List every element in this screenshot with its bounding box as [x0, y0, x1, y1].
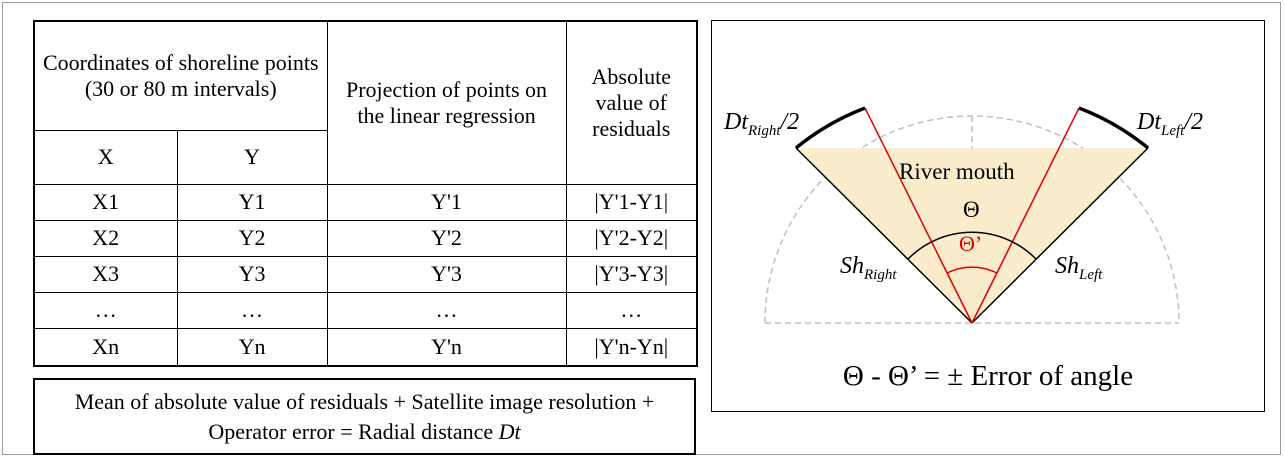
- table-header-row: Coordinates of shoreline points (30 or 8…: [33, 20, 698, 185]
- angle-error-equation: Θ - Θ’ = ± Error of angle: [843, 360, 1133, 392]
- formula-symbol-dt: Dt: [498, 419, 521, 444]
- label-theta: Θ: [963, 197, 980, 222]
- label-dt-left: DtLeft/2: [1136, 109, 1203, 139]
- theta-prime-arc: [946, 266, 998, 274]
- residuals-table: Coordinates of shoreline points (30 or 8…: [33, 20, 699, 367]
- cell-y: …: [176, 291, 328, 329]
- cell-x: X1: [33, 183, 178, 221]
- label-dt-right: DtRight/2: [723, 109, 799, 139]
- cell-projection: Y'n: [326, 327, 567, 367]
- header-x: X: [33, 129, 178, 185]
- table-subheader-row: X Y: [33, 129, 697, 185]
- river-mouth-area: [798, 148, 1146, 323]
- cell-projection: Y'1: [326, 183, 567, 221]
- cell-residual: …: [565, 291, 698, 329]
- angle-diagram: DtRight/2 DtLeft/2 River mouth Θ Θ’ ShRi…: [723, 106, 1203, 392]
- header-coordinates: Coordinates of shoreline points (30 or 8…: [33, 20, 328, 131]
- cell-residual: |Y'1-Y1|: [565, 183, 698, 221]
- shoreline-left-line: [971, 147, 1149, 324]
- cell-y: Y2: [176, 219, 328, 257]
- label-sh-right: ShRight: [840, 253, 897, 283]
- table-row: X2 Y2 Y'2 |Y'2-Y2|: [33, 219, 698, 257]
- dt-right-arc: [794, 106, 866, 150]
- cell-projection: Y'2: [326, 219, 567, 257]
- radial-distance-formula: Mean of absolute value of residuals + Sa…: [33, 378, 696, 455]
- cell-x: Xn: [33, 327, 178, 367]
- red-line-left: [864, 107, 973, 324]
- header-projection: Projection of points on the linear regre…: [326, 20, 567, 185]
- cell-projection: …: [326, 291, 567, 329]
- cell-projection: Y'3: [326, 255, 567, 293]
- cell-residual: |Y'n-Yn|: [565, 327, 698, 367]
- label-river-mouth: River mouth: [899, 159, 1015, 184]
- formula-text: Mean of absolute value of residuals + Sa…: [74, 389, 655, 444]
- table-row: … … … …: [33, 291, 698, 329]
- header-residuals: Absolute value of residuals: [565, 20, 698, 185]
- header-y: Y: [176, 129, 328, 185]
- label-sh-left: ShLeft: [1055, 253, 1103, 283]
- table-row: X1 Y1 Y'1 |Y'1-Y1|: [33, 183, 698, 221]
- cell-residual: |Y'3-Y3|: [565, 255, 698, 293]
- red-line-right: [971, 107, 1080, 324]
- angle-diagram-panel: DtRight/2 DtLeft/2 River mouth Θ Θ’ ShRi…: [711, 20, 1265, 412]
- shoreline-right-line: [795, 147, 973, 324]
- table-row: Xn Yn Y'n |Y'n-Yn|: [33, 327, 698, 367]
- cell-y: Y1: [176, 183, 328, 221]
- dt-left-arc: [1078, 106, 1150, 150]
- cell-x: …: [33, 291, 178, 329]
- table-row: X3 Y3 Y'3 |Y'3-Y3|: [33, 255, 698, 293]
- cell-x: X2: [33, 219, 178, 257]
- cell-y: Yn: [176, 327, 328, 367]
- cell-x: X3: [33, 255, 178, 293]
- cell-residual: |Y'2-Y2|: [565, 219, 698, 257]
- cell-y: Y3: [176, 255, 328, 293]
- label-theta-prime: Θ’: [959, 231, 982, 256]
- theta-arc: [907, 231, 1037, 260]
